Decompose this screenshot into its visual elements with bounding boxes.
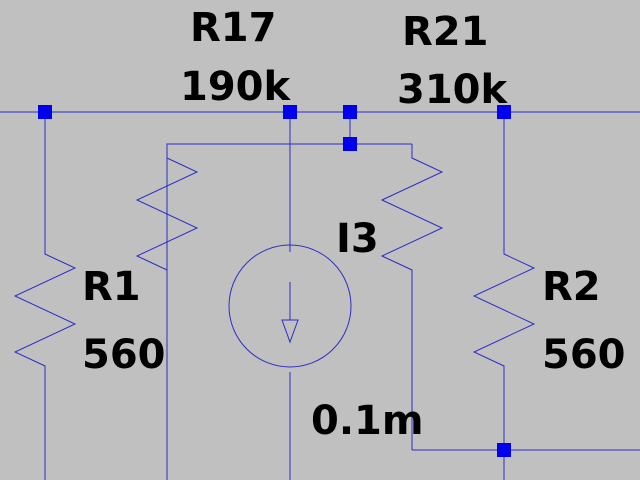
junction-node (38, 105, 52, 119)
r1-value-label: 560 (82, 332, 166, 378)
r17-value-label: 190k (180, 64, 291, 110)
junction-node (497, 443, 511, 457)
junction-node (343, 137, 357, 151)
i3-name-label: I3 (336, 216, 379, 262)
junction-node (283, 105, 297, 119)
junction-node (343, 105, 357, 119)
current-arrow-icon (281, 319, 299, 344)
r2-name-label: R2 (542, 264, 601, 310)
r21-value-label: 310k (397, 67, 508, 113)
r2-value-label: 560 (542, 332, 626, 378)
resistor-r2[interactable] (472, 112, 536, 480)
junction-nodes (38, 105, 511, 457)
resistor-r17-zigzag (135, 144, 199, 284)
r17-name-label: R17 (190, 5, 276, 51)
current-source-i3[interactable] (228, 244, 352, 368)
junction-node (497, 105, 511, 119)
resistor-r1[interactable] (13, 112, 77, 480)
resistor-r1-zigzag (13, 240, 77, 372)
r21-name-label: R21 (402, 9, 488, 55)
i3-value-label: 0.1m (311, 398, 424, 444)
current-source-circle (228, 244, 352, 368)
r1-name-label: R1 (82, 264, 141, 310)
resistor-r21-zigzag (380, 144, 444, 450)
resistor-r21[interactable] (380, 144, 444, 450)
resistor-r2-zigzag (472, 240, 536, 372)
resistor-r17[interactable] (135, 144, 199, 284)
